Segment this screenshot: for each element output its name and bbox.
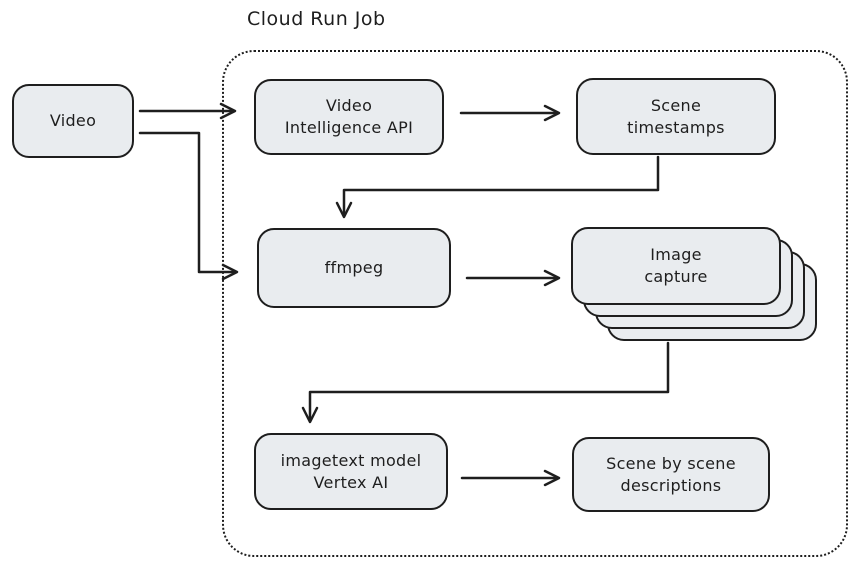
node-ffmpeg-label: ffmpeg bbox=[324, 258, 384, 278]
node-video-label: Video bbox=[49, 111, 97, 131]
container-title: Cloud Run Job bbox=[247, 8, 386, 30]
node-image-capture: Image capture bbox=[571, 227, 781, 305]
node-scene-by-scene-descriptions-label: Scene by scene descriptions bbox=[606, 453, 736, 495]
node-scene-timestamps-label: Scene timestamps bbox=[627, 95, 725, 137]
node-imagetext-model-vertex-ai-label: imagetext model Vertex AI bbox=[280, 450, 422, 492]
node-video: Video bbox=[12, 84, 134, 158]
node-image-capture-label: Image capture bbox=[644, 245, 708, 286]
node-video-intelligence-api: Video Intelligence API bbox=[254, 79, 444, 155]
node-video-intelligence-api-label: Video Intelligence API bbox=[284, 96, 414, 137]
node-scene-timestamps: Scene timestamps bbox=[576, 78, 776, 155]
node-imagetext-model-vertex-ai: imagetext model Vertex AI bbox=[254, 433, 448, 510]
cloud-run-job-container bbox=[222, 50, 848, 557]
node-ffmpeg: ffmpeg bbox=[257, 228, 451, 308]
node-scene-by-scene-descriptions: Scene by scene descriptions bbox=[572, 437, 770, 512]
